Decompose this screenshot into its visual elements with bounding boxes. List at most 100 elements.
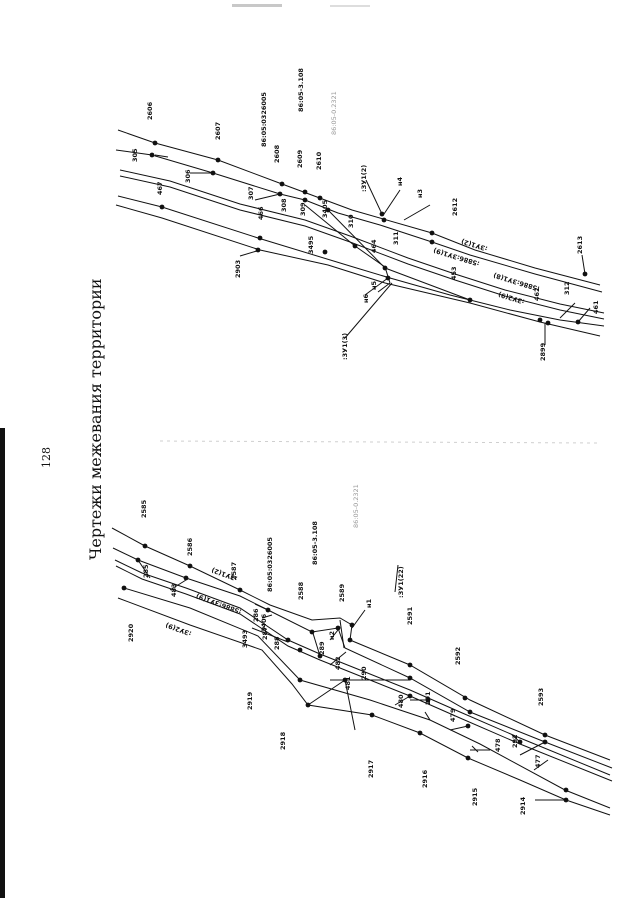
survey-point-marker xyxy=(297,647,303,653)
survey-point-marker xyxy=(342,677,348,683)
point-label: 2919 xyxy=(246,691,254,710)
point-label: 462 xyxy=(533,287,541,301)
survey-point-marker xyxy=(297,677,303,683)
point-label: 2917 xyxy=(367,760,375,778)
point-label: 461 xyxy=(592,300,600,314)
bottom-drawing-labels: 86:05:0326005 86:05-3.108 86:05-0.2321 2… xyxy=(127,484,545,815)
survey-point-marker xyxy=(325,207,331,213)
point-label: 2610 xyxy=(315,151,323,170)
survey-point-marker xyxy=(237,587,243,593)
faint-stamp: 86:05-0.2321 xyxy=(352,484,360,528)
survey-point-marker xyxy=(152,140,158,146)
survey-point-marker xyxy=(575,319,581,325)
point-label: 2587 xyxy=(230,562,238,580)
point-label: н2 xyxy=(328,631,336,640)
survey-point-marker xyxy=(215,157,221,163)
survey-point-marker xyxy=(317,653,323,659)
point-label: 289 xyxy=(318,641,326,655)
survey-point-marker xyxy=(279,181,285,187)
plot-label: :3У1(3) xyxy=(341,333,349,360)
point-label: 305 xyxy=(131,148,139,162)
point-label: 2591 xyxy=(406,606,414,625)
faint-stamp: 86:05-0.2321 xyxy=(330,91,338,135)
point-label: 2606 xyxy=(146,101,154,120)
point-label: 453 xyxy=(450,266,458,280)
point-label: 2918 xyxy=(279,731,287,750)
point-label: 2915 xyxy=(471,787,479,806)
point-label: 2609 xyxy=(296,149,304,168)
point-label: н5 xyxy=(370,281,378,290)
point-label: 285 xyxy=(142,564,150,578)
survey-point-marker xyxy=(347,637,353,643)
survey-point-marker xyxy=(467,709,473,715)
point-label: 290 xyxy=(360,666,368,680)
point-label: 312 xyxy=(563,281,571,295)
point-label: 477 xyxy=(534,754,542,768)
point-label: 308 xyxy=(280,198,288,212)
block-code: 86:05:0326005 xyxy=(260,92,268,147)
binding-edge-bar xyxy=(0,428,5,898)
point-label: 2903 xyxy=(234,260,242,278)
point-label: 291 xyxy=(424,691,432,705)
plot-label-inverted: :ЗУ1(2) xyxy=(460,237,488,253)
block-code: 86:05:0326005 xyxy=(266,537,274,592)
point-label: н3 xyxy=(416,189,424,198)
survey-point-marker xyxy=(309,629,315,635)
point-label: 483 xyxy=(170,583,178,597)
survey-point-marker xyxy=(467,297,473,303)
survey-point-marker xyxy=(407,693,413,699)
survey-point-marker xyxy=(465,723,471,729)
survey-point-marker xyxy=(385,275,391,281)
survey-point-marker xyxy=(255,247,261,253)
point-label: 3406 xyxy=(260,613,268,632)
survey-point-marker xyxy=(349,622,355,628)
point-label: 482 xyxy=(334,656,342,670)
survey-point-marker xyxy=(537,317,543,323)
survey-point-marker xyxy=(465,755,471,761)
survey-point-marker xyxy=(187,563,193,569)
survey-point-marker xyxy=(425,697,431,703)
point-label: 479 xyxy=(449,708,457,722)
survey-point-marker xyxy=(277,191,283,197)
survey-point-marker xyxy=(305,702,311,708)
survey-point-marker xyxy=(582,271,588,277)
survey-point-marker xyxy=(285,637,291,643)
survey-point-marker xyxy=(149,152,155,158)
point-label: 2899 xyxy=(539,342,547,361)
survey-point-marker xyxy=(317,195,323,201)
survey-point-marker xyxy=(142,543,148,549)
survey-point-marker xyxy=(417,730,423,736)
point-label: 481 xyxy=(344,676,352,690)
point-label: 286 xyxy=(252,608,260,622)
point-label: н1 xyxy=(365,599,373,608)
survey-point-marker xyxy=(210,170,216,176)
point-label: 2612 xyxy=(451,198,459,216)
survey-point-marker xyxy=(545,320,551,326)
survey-point-marker xyxy=(542,732,548,738)
survey-point-marker xyxy=(563,797,569,803)
plot-label-inverted: :5886:ЗУ1(9) xyxy=(195,592,243,616)
survey-point-marker xyxy=(257,235,263,241)
plot-label: :ЗУ1(2) xyxy=(360,165,368,192)
point-label: 2914 xyxy=(519,796,527,815)
plot-label: :ЗУ1(22) xyxy=(397,566,405,598)
survey-point-marker xyxy=(135,557,141,563)
point-label: н6 xyxy=(362,294,370,303)
survey-point-marker xyxy=(302,189,308,195)
block-code: 86:05-3.108 xyxy=(311,521,319,565)
plot-label-inverted: :5886:ЗУ1(8) xyxy=(492,271,540,293)
survey-point-marker xyxy=(381,217,387,223)
survey-point-marker xyxy=(121,585,127,591)
point-label: 2613 xyxy=(576,236,584,254)
plot-label-inverted: :ЗУ2(9) xyxy=(164,621,192,638)
point-label: 2592 xyxy=(454,647,462,665)
point-label: 287 xyxy=(261,626,269,640)
point-label: 2607 xyxy=(214,122,222,140)
survey-point-marker xyxy=(407,675,413,681)
point-label: 2586 xyxy=(186,537,194,556)
point-label: 2916 xyxy=(421,769,429,788)
survey-point-marker xyxy=(183,575,189,581)
survey-point-marker xyxy=(407,662,413,668)
point-label: 307 xyxy=(247,186,255,200)
